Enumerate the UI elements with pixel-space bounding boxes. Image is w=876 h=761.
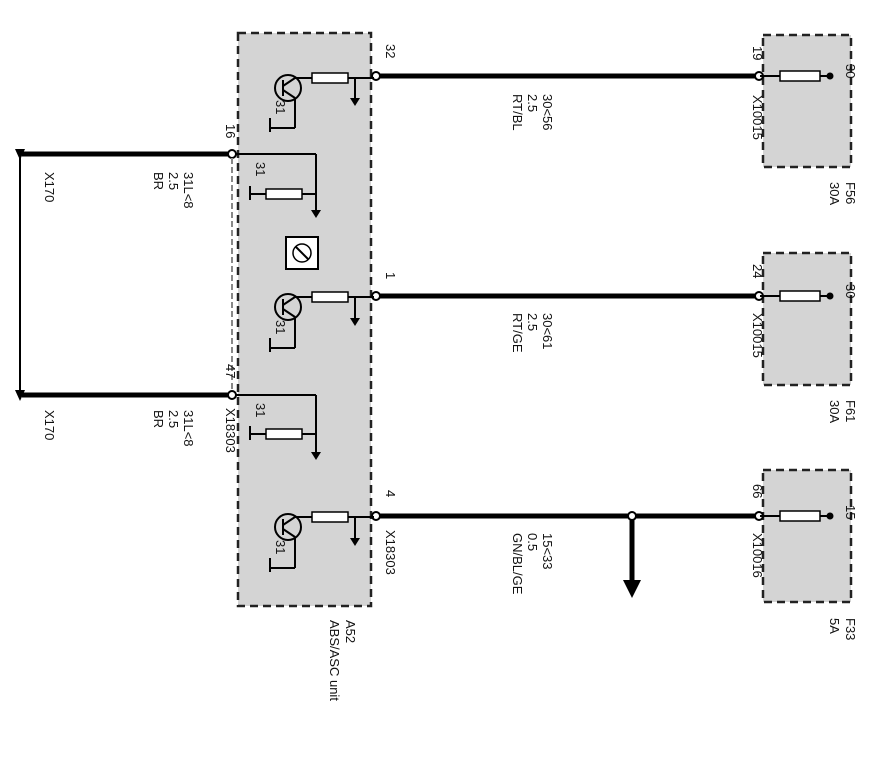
abs-asc-unit-box[interactable] [236, 31, 373, 608]
wire-color-32: RT/BL [510, 94, 525, 131]
wire-size-1: 2.5 [525, 313, 540, 331]
ground-circuit-47: 31L<8 [181, 410, 196, 447]
pin-ring-16 [227, 149, 237, 159]
pin-label-32: 32 [383, 44, 398, 58]
ground-pin-47: 47 [223, 364, 238, 378]
fuse-element-f33 [760, 510, 834, 522]
ground-connector-47: X170 [42, 410, 57, 440]
fuse-connector-f56: X10015 [750, 95, 765, 140]
splice-dot [627, 511, 637, 521]
ground-arrow-icon [15, 149, 25, 160]
unit-connector-label: X18303 [383, 530, 398, 575]
fuse-rating-f33: 5A [827, 618, 842, 634]
internal-ground-label: 31 [253, 403, 268, 417]
pin-ring-47 [227, 390, 237, 400]
ground-color-16: BR [151, 172, 166, 190]
unit-name-label: ABS/ASC unit [327, 620, 342, 701]
unit-id-label: A52 [343, 620, 358, 643]
fuse-name-f33: F33 [843, 618, 858, 640]
pin-label-1: 1 [383, 272, 398, 279]
fuse-terminal-f56: 30 [843, 64, 858, 78]
pin-label-4: 4 [383, 490, 398, 497]
fuse-rating-f61: 30A [827, 400, 842, 423]
fuse-name-f56: F56 [843, 182, 858, 204]
fuse-pin-66: 66 [750, 484, 765, 498]
internal-ground-label: 31 [273, 320, 288, 334]
ground-unit-connector-47: X18303 [223, 408, 238, 453]
ground-size-47: 2.5 [166, 410, 181, 428]
wire-circuit-1: 30<61 [540, 313, 555, 350]
down-arrow-icon [623, 580, 641, 598]
wire-color-4: GN/BL/GE [510, 533, 525, 595]
transistor-stage-4 [269, 511, 374, 572]
wire-size-4: 0.5 [525, 533, 540, 551]
wire-circuit-4: 15<33 [540, 533, 555, 570]
controller-chip-icon [285, 236, 319, 270]
internal-ground-label: 31 [273, 100, 288, 114]
ground-size-16: 2.5 [166, 172, 181, 190]
ground-circuit-16: 31L<8 [181, 172, 196, 209]
fuse-element-f56 [760, 70, 834, 82]
ground-color-47: BR [151, 410, 166, 428]
wire-color-1: RT/GE [510, 313, 525, 353]
fuse-box-f56[interactable] [761, 33, 853, 169]
fuse-terminal-f33: 15 [843, 505, 858, 519]
internal-ground-label: 31 [253, 162, 268, 176]
wire-circuit-32: 30<56 [540, 94, 555, 131]
ground-arrow-icon [15, 390, 25, 401]
fuse-pin-19: 19 [750, 46, 765, 60]
fuse-connector-f33: X10016 [750, 533, 765, 578]
fuse-connector-f61: X10015 [750, 313, 765, 358]
internal-ground-label: 31 [273, 540, 288, 554]
ground-pin-16: 16 [223, 124, 238, 138]
ground-resistor-16 [236, 153, 321, 218]
fuse-terminal-f61: 30 [843, 284, 858, 298]
fuse-element-f61 [760, 290, 834, 302]
ground-resistor-47 [236, 394, 321, 460]
transistor-stage-32 [269, 72, 374, 132]
fuse-rating-f56: 30A [827, 182, 842, 205]
fuse-box-f61[interactable] [761, 251, 853, 387]
fuse-pin-24: 24 [750, 264, 765, 278]
transistor-stage-1 [269, 291, 374, 352]
ground-connector-16: X170 [42, 172, 57, 202]
fuse-box-f33[interactable] [761, 468, 853, 604]
fuse-name-f61: F61 [843, 400, 858, 422]
wire-size-32: 2.5 [525, 94, 540, 112]
